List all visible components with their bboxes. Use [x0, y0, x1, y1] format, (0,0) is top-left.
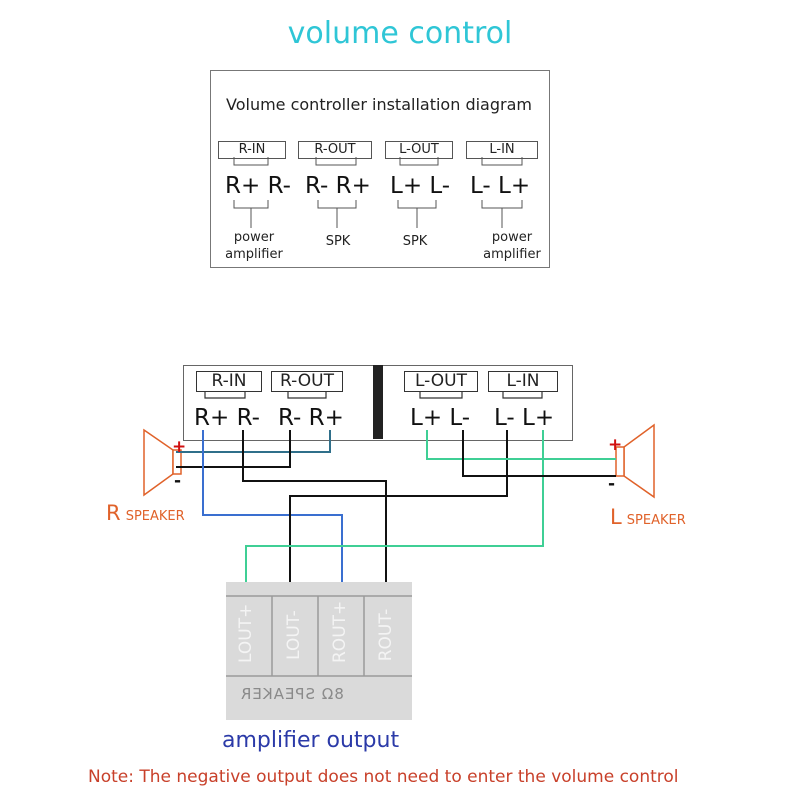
install-desc-r-in-line2: amplifier — [225, 247, 283, 262]
left-speaker-minus: - — [608, 474, 616, 494]
install-label-r-out: R-OUT — [298, 141, 372, 159]
wire-lspk-minus — [462, 430, 616, 477]
controller-pins-l-out: L+ L- — [410, 405, 471, 431]
controller-pins-r-in: R+ R- — [194, 405, 260, 431]
install-label-r-in: R-IN — [218, 141, 286, 159]
controller-pins-r-out: R- R+ — [278, 405, 344, 431]
left-speaker-icon — [615, 423, 655, 499]
install-label-l-out: L-OUT — [385, 141, 453, 159]
amp-terminal-dividers — [226, 595, 412, 677]
installation-diagram-heading: Volume controller installation diagram — [226, 95, 532, 114]
controller-label-r-in: R-IN — [196, 371, 262, 392]
install-desc-l-out: SPK — [402, 234, 428, 249]
left-speaker-plus: + — [608, 435, 623, 455]
install-desc-l-in-line1: power — [491, 230, 533, 245]
left-speaker-letter: L — [610, 505, 622, 529]
install-desc-l-in: power amplifier — [472, 229, 552, 263]
controller-label-l-in: L-IN — [488, 371, 558, 392]
right-speaker-word: SPEAKER — [125, 509, 185, 524]
install-desc-r-in-line1: power — [233, 230, 275, 245]
right-speaker-plus: + — [172, 437, 187, 457]
wire-rin-plus — [202, 430, 343, 582]
controller-label-l-out: L-OUT — [404, 371, 478, 392]
install-pins-l-out: L+ L- — [390, 173, 451, 199]
right-speaker-label: R SPEAKER — [106, 501, 185, 525]
install-pins-r-out: R- R+ — [305, 173, 371, 199]
amp-terminal-lout-plus: LOUT+ — [236, 603, 256, 663]
amp-mirrored-speaker-text: 8Ω SPEAKER — [240, 685, 344, 703]
page-title: volume control — [287, 16, 513, 51]
left-speaker-word: SPEAKER — [626, 513, 686, 528]
wire-lspk-plus — [426, 430, 616, 460]
install-desc-r-out: SPK — [325, 234, 351, 249]
controller-pins-l-in: L- L+ — [494, 405, 555, 431]
wire-rspk-plus — [176, 430, 331, 453]
install-pins-l-in: L- L+ — [470, 173, 531, 199]
amp-terminal-rout-plus: ROUT+ — [330, 600, 350, 663]
wiring-note: Note: The negative output does not need … — [88, 767, 679, 787]
wire-rspk-minus — [176, 430, 291, 468]
install-desc-r-in: power amplifier — [214, 229, 294, 263]
wire-rin-minus — [242, 430, 387, 582]
controller-brackets — [204, 391, 543, 399]
install-label-l-in: L-IN — [466, 141, 538, 159]
right-speaker-minus: - — [174, 471, 182, 491]
controller-label-r-out: R-OUT — [271, 371, 343, 392]
wire-lout-minus — [289, 430, 508, 582]
controller-divider — [373, 365, 383, 439]
left-speaker-label: L SPEAKER — [610, 505, 686, 529]
install-pins-r-in: R+ R- — [225, 173, 291, 199]
installation-diagram-panel — [210, 70, 550, 268]
install-desc-l-in-line2: amplifier — [483, 247, 541, 262]
amp-terminal-lout-minus: LOUT- — [284, 610, 304, 660]
wire-lin-plus — [245, 430, 544, 582]
right-speaker-icon — [143, 428, 182, 497]
amplifier-terminal-photo — [226, 582, 412, 720]
right-speaker-letter: R — [106, 501, 121, 525]
amplifier-output-caption: amplifier output — [222, 728, 400, 753]
install-brackets — [233, 157, 523, 228]
amp-terminal-rout-minus: ROUT- — [376, 608, 396, 662]
